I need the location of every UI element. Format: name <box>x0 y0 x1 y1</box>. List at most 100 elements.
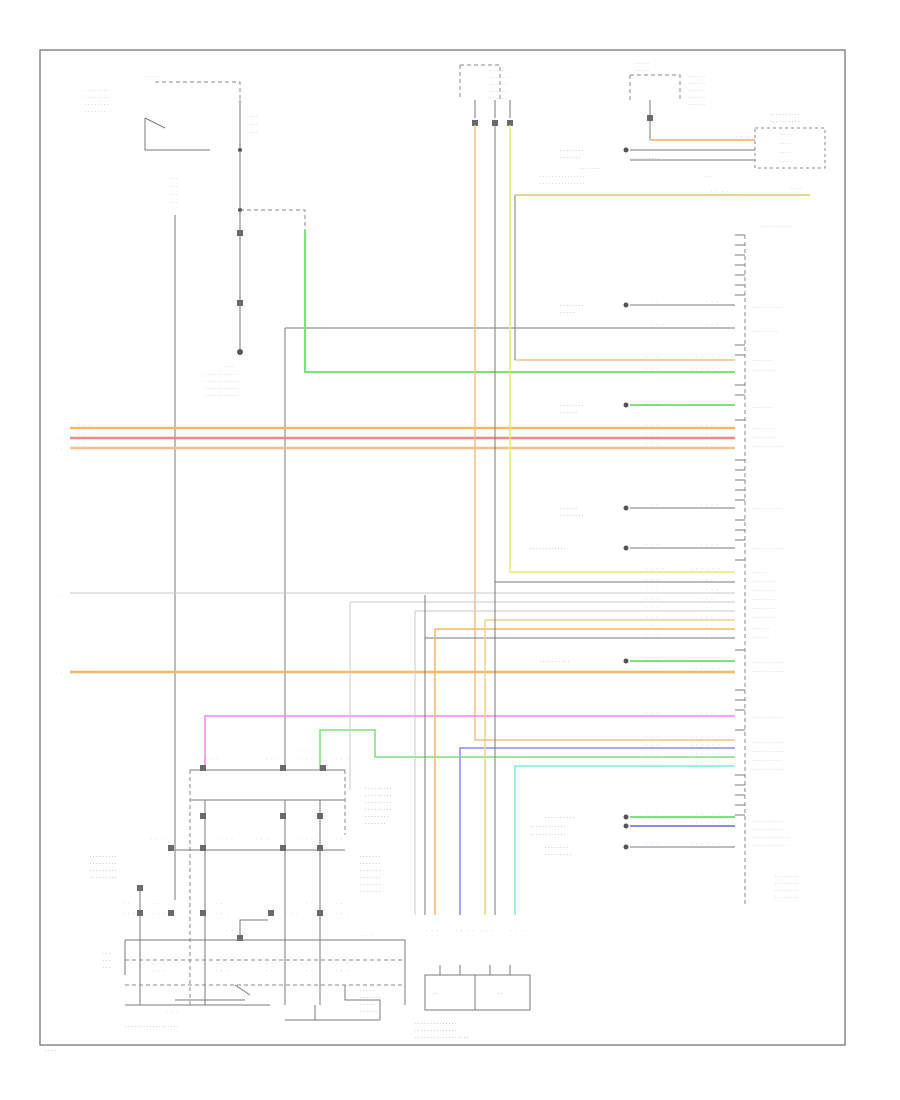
svg-text:· · ·: · · · <box>300 902 314 907</box>
svg-text:· · · · · · · · · ·: · · · · · · · · · · <box>752 305 781 311</box>
svg-text:· · · · · · · ·: · · · · · · · · <box>775 881 798 887</box>
svg-text:· · · · · ·: · · · · · · <box>690 842 720 847</box>
svg-text:· · · · ·: · · · · · <box>635 68 649 74</box>
svg-text:· · · · · · · · · · ·: · · · · · · · · · · · <box>205 386 238 392</box>
svg-text:· · · · · ·: · · · · · · <box>690 400 720 405</box>
svg-text:· · · · · · · · · · · · · ·: · · · · · · · · · · · · · · <box>415 1028 457 1034</box>
svg-text:· · · · · · · ·: · · · · · · · · <box>85 88 108 94</box>
svg-text:· · · · · · · ·: · · · · · · · · <box>545 845 568 851</box>
svg-text:·: · <box>60 447 63 452</box>
svg-text:· · · ·: · · · · <box>700 300 719 305</box>
svg-text:· · ·: · · · <box>170 192 178 198</box>
svg-text:· · ·: · · · <box>165 1010 179 1015</box>
svg-text:· · · · · · · · · ·: · · · · · · · · · · <box>752 827 781 833</box>
svg-text:· · · · · · · · · ·: · · · · · · · · · · <box>752 819 781 825</box>
diagram-frame <box>39 49 846 1046</box>
svg-text:· · · · · · · ·: · · · · · · · · <box>560 403 583 409</box>
ecm-connector: · · · · · · · · · · · · · · · · · · · · … <box>735 224 798 905</box>
svg-text:· · · · · · · ·: · · · · · · · · <box>752 615 775 621</box>
svg-text:· · ·: · · · <box>700 443 714 448</box>
svg-text:· · ·: · · · <box>645 578 659 583</box>
svg-text:· · · · · · · · · · · · ·: · · · · · · · · · · · · · <box>752 835 791 841</box>
svg-text:· · · · · · · ·: · · · · · · · · <box>752 368 775 374</box>
svg-text:· · ·: · · · <box>103 965 111 971</box>
svg-text:· · ·: · · · <box>645 842 659 847</box>
svg-text:· · ·: · · · <box>220 929 234 934</box>
svg-text:· · · · · ·: · · · · · · <box>688 81 705 87</box>
svg-text:· · · · · · · · · · ·: · · · · · · · · · · · <box>205 372 238 378</box>
svg-text:· · · ·: · · · · <box>780 141 791 147</box>
svg-text:· · ·: · · · <box>335 757 349 762</box>
top-right-group: · · · · · · · · · · · · · · · · · · · · … <box>629 61 826 169</box>
svg-text:· · ·: · · · <box>645 443 659 448</box>
svg-text:· · · · · · · ·: · · · · · · · · <box>85 95 108 101</box>
svg-text:· · · · ·: · · · · · <box>635 61 649 67</box>
svg-text:· ·: · · <box>300 749 308 754</box>
svg-text:· ·: · · <box>152 902 160 907</box>
svg-text:· · · · · · · · · ·: · · · · · · · · · · <box>752 506 781 512</box>
svg-text:· · · · · · · · · ·: · · · · · · · · · · <box>540 659 569 665</box>
svg-text:· · · · ·: · · · · · <box>360 1002 374 1008</box>
svg-text:· · ·: · · · <box>700 711 714 716</box>
svg-text:· · ·: · · · <box>645 667 659 672</box>
svg-text:· · · · · · ·: · · · · · · · <box>690 812 725 817</box>
svg-text:· · · · · · · · · · · ·: · · · · · · · · · · · · <box>530 824 566 830</box>
svg-text:· · · · ·: · · · · · <box>360 988 374 994</box>
svg-text:· · ·: · · · <box>215 962 229 967</box>
svg-text:· · ·: · · · <box>170 176 178 182</box>
svg-text:· · · · · ·: · · · · · · <box>688 95 705 101</box>
svg-text:· · · · · · ·: · · · · · · · <box>85 109 105 115</box>
svg-text:· · · · · · · · ·: · · · · · · · · · <box>90 875 116 881</box>
svg-text:· · ·: · · · <box>152 962 166 967</box>
page-id: · · · · <box>45 1048 56 1054</box>
svg-text:· · ·: · · · <box>735 135 749 140</box>
svg-text:· · ·: · · · <box>78 667 92 672</box>
svg-text:· · · · · · · · · ·: · · · · · · · · · · <box>770 119 799 125</box>
svg-text:· · · ·: · · · · <box>780 150 791 156</box>
svg-text:· ·: · · <box>650 300 658 305</box>
svg-text:· · · · · ·: · · · · · · <box>690 761 720 766</box>
svg-text:· · ·: · · · <box>645 615 659 620</box>
svg-text:·: · <box>60 427 63 432</box>
svg-text:· · · · · · · ·: · · · · · · · · <box>752 426 775 432</box>
svg-text:· · ·: · · · <box>215 912 229 917</box>
svg-text:· · · · · · · · · · ·: · · · · · · · · · · · <box>752 767 785 773</box>
svg-text:· · · ·: · · · · <box>780 132 791 138</box>
svg-text:· · ·: · · · <box>250 122 258 128</box>
svg-text:· · ·: · · · <box>300 837 314 842</box>
svg-text:· · · · · ·: · · · · · · <box>690 752 720 757</box>
svg-text:· · ·: · · · <box>645 606 659 611</box>
ecm-signal-wires: · · · · · · · · · · · · · · · · · · · · … <box>60 125 735 915</box>
svg-text:· · ·: · · · <box>300 962 314 967</box>
svg-text:·: · <box>60 594 63 599</box>
svg-text:· · ·: · · · <box>78 433 92 438</box>
svg-text:· · ·: · · · <box>645 743 659 748</box>
svg-text:· · ·: · · · <box>645 423 659 428</box>
svg-text:· · ·: · · · <box>335 962 349 967</box>
ecm-pin-ticks <box>735 244 745 816</box>
svg-text:· · ·: · · · <box>645 821 659 826</box>
svg-text:· · · · · · · · · · ·: · · · · · · · · · · · <box>205 393 238 399</box>
svg-text:· · ·: · · · <box>285 912 299 917</box>
svg-text:· · · · · · ·: · · · · · · · <box>365 821 385 827</box>
svg-text:· · ·: · · · <box>645 633 659 638</box>
svg-text:· · · · · · ·: · · · · · · · <box>360 882 380 888</box>
svg-text:· · · · · · · ·: · · · · · · · · <box>560 303 583 309</box>
top-wires: · · · · · · · · · · · · · · · · · · · · … <box>515 135 810 196</box>
svg-text:· · · · · · · · · · · · · · ·: · · · · · · · · · · · · · · · · · · <box>415 1035 469 1041</box>
svg-text:· · ·: · · · <box>215 969 229 974</box>
svg-text:· · ·: · · · <box>152 912 166 917</box>
svg-text:· · ·: · · · <box>700 606 714 611</box>
svg-text:· · · · · · · · · · · · · · ·: · · · · · · · · · · · · · · · <box>540 181 585 187</box>
svg-text:· · · · · · ·: · · · · · · · <box>690 821 725 826</box>
svg-text:· · ·: · · · <box>335 912 349 917</box>
svg-text:· · · · · · · · ·: · · · · · · · · · <box>365 800 391 806</box>
svg-text:· ·: · · <box>433 991 438 997</box>
svg-text:· · ·: · · · <box>103 951 111 957</box>
svg-text:· · · · · · ·: · · · · · · · <box>360 889 380 895</box>
svg-text:· · · · · ·: · · · · · · <box>688 74 705 80</box>
svg-text:· · ·: · · · <box>645 656 659 661</box>
svg-text:· · ·: · · · <box>645 752 659 757</box>
svg-text:· · · · ·: · · · · · <box>752 570 766 576</box>
svg-text:· · ·: · · · <box>645 624 659 629</box>
